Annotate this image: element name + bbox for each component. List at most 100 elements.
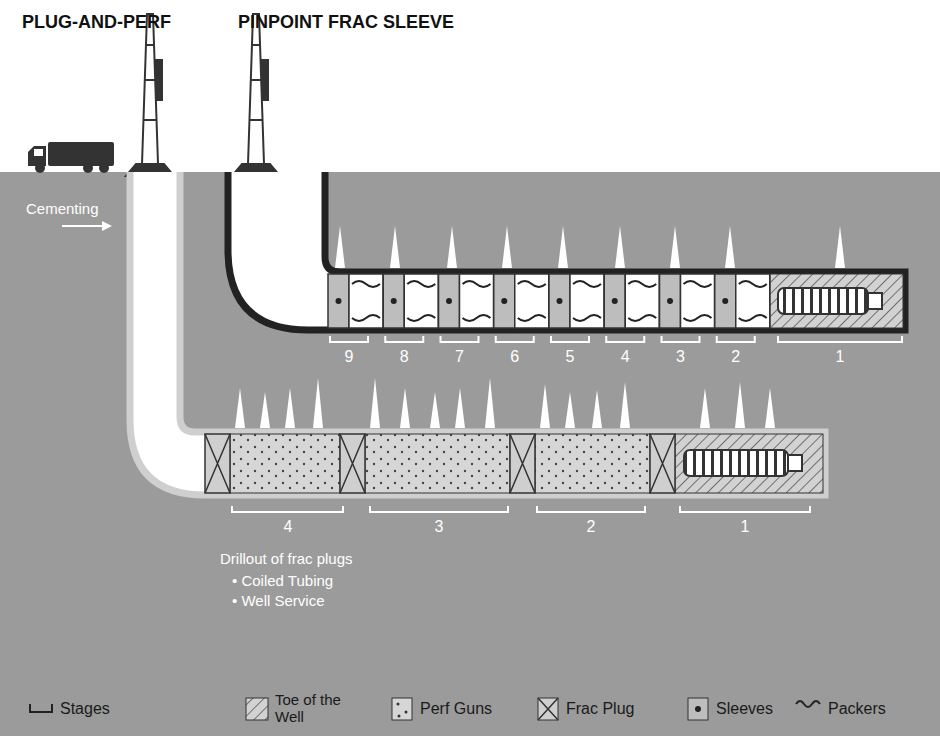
legend-text: Toe of the Well (275, 691, 355, 726)
process-note: Drillout of frac plugs (220, 550, 353, 567)
stage-bracket (496, 336, 534, 342)
fracture (485, 378, 495, 428)
stage-bracket (606, 336, 644, 342)
sleeve (660, 274, 681, 328)
fracture (430, 392, 440, 428)
packer (460, 274, 494, 328)
panel-heading: PLUG-AND-PERF (22, 12, 171, 33)
packer (515, 274, 549, 328)
stage-number: 9 (345, 348, 354, 366)
packer-element (407, 315, 435, 321)
sleeve (604, 274, 625, 328)
packer-element (352, 281, 380, 287)
stage-brackets (232, 336, 902, 512)
stage-bracket (232, 506, 343, 512)
sleeve-string (328, 274, 903, 328)
ground (0, 172, 940, 736)
frac-plug (510, 434, 535, 493)
fracture (235, 388, 245, 428)
fracture (735, 382, 745, 428)
packer-element (684, 315, 712, 321)
sleeve (715, 274, 736, 328)
frac-plug (340, 434, 365, 493)
legend-symbols (30, 698, 820, 720)
packer (736, 274, 770, 328)
packer-element (739, 315, 767, 321)
packer-element (463, 315, 491, 321)
fracture (835, 226, 845, 268)
legend-text: Stages (60, 700, 110, 718)
packer (349, 274, 383, 328)
fracture (447, 226, 457, 268)
fracture (285, 388, 295, 428)
stage-number: 2 (587, 518, 596, 536)
fracture (700, 388, 710, 428)
fracture (390, 226, 400, 268)
packer-element (463, 281, 491, 287)
fracture (260, 392, 270, 428)
stage-number: 2 (731, 348, 740, 366)
fracture (400, 388, 410, 428)
packer-element (352, 315, 380, 321)
stage-number: 5 (566, 348, 575, 366)
stage-number: 3 (676, 348, 685, 366)
packer-element (407, 281, 435, 287)
stage-bracket (370, 506, 508, 512)
packer-element (628, 281, 656, 287)
sleeve-dot (501, 298, 507, 304)
frac-plug (650, 434, 675, 493)
fracture (540, 384, 550, 428)
frac-plug-cross (340, 434, 365, 493)
stage-number: 3 (435, 518, 444, 536)
packer (404, 274, 438, 328)
stage-number: 1 (836, 348, 845, 366)
fracture (565, 392, 575, 428)
packer-element (628, 315, 656, 321)
fracture (725, 226, 735, 268)
stage-number: 7 (455, 348, 464, 366)
fracture (615, 226, 625, 268)
fracture (765, 388, 775, 428)
legend-text: Sleeves (716, 700, 773, 718)
stage-bracket (717, 336, 755, 342)
sleeve (549, 274, 570, 328)
fracture (592, 390, 602, 428)
stage-bracket (385, 336, 423, 342)
sleeve-dot (446, 298, 452, 304)
frac-plug-cross (205, 434, 230, 493)
sleeve-dot (391, 298, 397, 304)
stage-number: 4 (621, 348, 630, 366)
packer-element (573, 315, 601, 321)
legend-text: Frac Plug (566, 700, 634, 718)
fracture (335, 226, 345, 268)
fracture (670, 226, 680, 268)
fracture (620, 382, 630, 428)
stage-bracket (778, 336, 902, 342)
process-note: • Coiled Tubing (232, 572, 333, 589)
cementing-arrow (62, 221, 112, 231)
frac-plug (205, 434, 230, 493)
packer (570, 274, 604, 328)
cemented-wellbore (228, 172, 905, 330)
truck (28, 142, 114, 173)
fracture (558, 226, 568, 268)
packer (681, 274, 715, 328)
stage-bracket (441, 336, 479, 342)
stage-bracket (680, 506, 810, 512)
fracture (313, 378, 323, 428)
sleeve-dot (667, 298, 673, 304)
packer-element (518, 315, 546, 321)
stage-number: 1 (741, 518, 750, 536)
process-note: • Well Service (232, 592, 325, 609)
packer-element (739, 281, 767, 287)
frac-plug-cross (650, 434, 675, 493)
legend-text: Packers (828, 700, 886, 718)
stage-bracket (551, 336, 589, 342)
sleeve (383, 274, 404, 328)
plug-and-perf-string (205, 434, 823, 493)
legend-text: Perf Guns (420, 700, 492, 718)
packer-element (684, 281, 712, 287)
